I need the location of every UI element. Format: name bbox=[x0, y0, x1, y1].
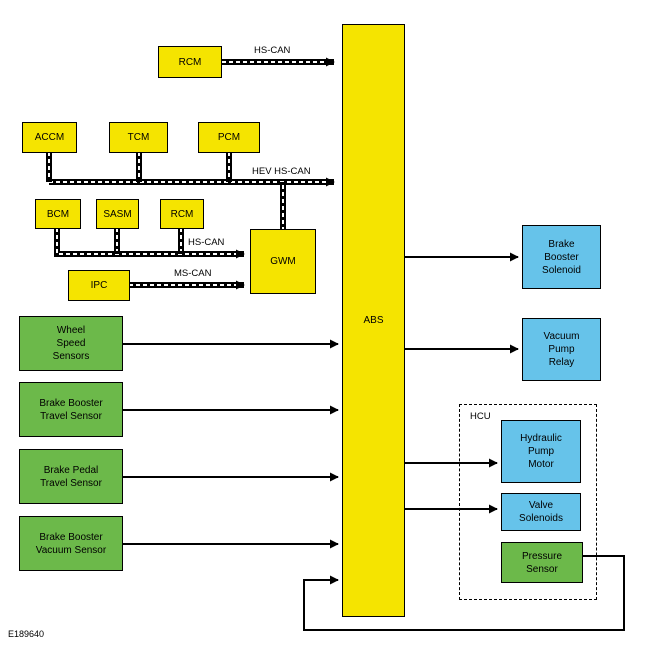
rcm-top-module[interactable]: RCM bbox=[158, 46, 222, 78]
pressure-sensor[interactable]: Pressure Sensor bbox=[501, 542, 583, 583]
brake-booster-solenoid[interactable]: Brake Booster Solenoid bbox=[522, 225, 601, 289]
ipc-module[interactable]: IPC bbox=[68, 270, 130, 301]
hcu-enclosure bbox=[459, 404, 597, 600]
ms-can-label: MS-CAN bbox=[174, 268, 212, 279]
tcm-module[interactable]: TCM bbox=[109, 122, 168, 153]
hs-can-mid-label: HS-CAN bbox=[188, 237, 225, 248]
vacuum-pump-relay[interactable]: Vacuum Pump Relay bbox=[522, 318, 601, 381]
wheel-speed-sensors[interactable]: Wheel Speed Sensors bbox=[19, 316, 123, 371]
bcm-module[interactable]: BCM bbox=[35, 199, 81, 229]
pcm-module[interactable]: PCM bbox=[198, 122, 260, 153]
brake-booster-travel-sensor[interactable]: Brake Booster Travel Sensor bbox=[19, 382, 123, 437]
pressure-feedback-signal bbox=[303, 555, 625, 631]
accm-module[interactable]: ACCM bbox=[22, 122, 77, 153]
can-bus-lines bbox=[46, 57, 335, 290]
hs-can-top-label: HS-CAN bbox=[254, 45, 291, 56]
valve-solenoids[interactable]: Valve Solenoids bbox=[501, 493, 581, 531]
sasm-module[interactable]: SASM bbox=[96, 199, 139, 229]
abs-module[interactable]: ABS bbox=[342, 24, 405, 617]
figure-id: E189640 bbox=[8, 629, 45, 639]
brake-booster-vacuum-sensor[interactable]: Brake Booster Vacuum Sensor bbox=[19, 516, 123, 571]
hev-hs-can-label: HEV HS-CAN bbox=[252, 166, 311, 177]
brake-pedal-travel-sensor[interactable]: Brake Pedal Travel Sensor bbox=[19, 449, 123, 504]
rcm-mid-module[interactable]: RCM bbox=[160, 199, 204, 229]
hcu-label: HCU bbox=[470, 411, 491, 422]
gwm-module[interactable]: GWM bbox=[250, 229, 316, 294]
signal-lines bbox=[123, 252, 625, 631]
hydraulic-pump-motor[interactable]: Hydraulic Pump Motor bbox=[501, 420, 581, 483]
